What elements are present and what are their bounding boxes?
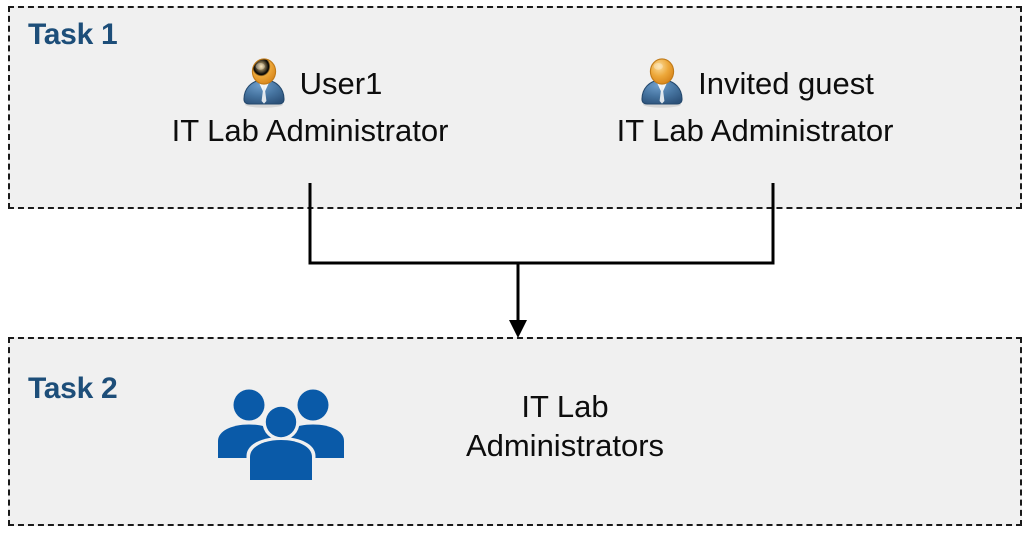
person-role: IT Lab Administrator (616, 113, 894, 148)
task-1-label: Task 1 (28, 18, 118, 51)
person-role: IT Lab Administrator (171, 113, 449, 148)
person-name-row: User1 (130, 55, 490, 111)
group-people-icon (214, 388, 348, 480)
person-name: Invited guest (698, 65, 874, 101)
group-name-line-1: IT Lab (521, 389, 609, 424)
user-icon (238, 57, 290, 109)
person-entry-invited-guest: Invited guest IT Lab Administrator (575, 55, 935, 148)
group-name: IT Lab Administrators (405, 388, 725, 466)
task-2-label: Task 2 (28, 372, 118, 405)
person-name-row: Invited guest (575, 55, 935, 111)
group-name-line-2: Administrators (465, 427, 665, 463)
person-name: User1 (299, 65, 383, 101)
task-2-container (8, 337, 1022, 526)
task-1-container (8, 6, 1022, 209)
user-icon (636, 57, 688, 109)
person-entry-user1: User1 IT Lab Administrator (130, 55, 490, 148)
